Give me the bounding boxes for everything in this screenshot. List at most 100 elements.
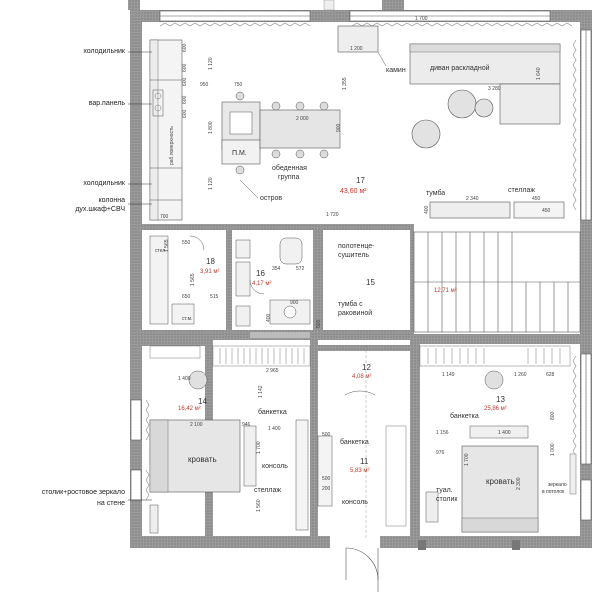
leader-lines: [128, 51, 152, 501]
vanity-label-1: тумба с: [338, 300, 363, 308]
room-17-area: 43,60 м²: [340, 188, 367, 195]
dimension-label: 1 120: [208, 177, 214, 190]
dimension-label: 600: [182, 95, 188, 104]
console-14: [295, 419, 309, 531]
dimension-label: 2 100: [190, 422, 203, 428]
fridge-bottom-label: холодильник: [83, 180, 125, 187]
dimension-label: 900: [290, 300, 299, 306]
column-label-2: дух.шкаф+СВЧ: [75, 206, 125, 213]
work-surface-label: раб.поверхность: [169, 126, 175, 165]
dimension-label: 572: [296, 266, 305, 272]
bench13-label: банкетка: [450, 412, 479, 420]
room-17-number: 17: [356, 176, 365, 185]
dimension-label: 2 340: [466, 196, 479, 202]
bed13-label: кровать: [486, 477, 515, 486]
pantry-shelves: [149, 235, 205, 325]
dimension-label: 900: [336, 123, 342, 132]
bed14-label: кровать: [188, 455, 217, 464]
bed-14: кровать: [149, 370, 257, 493]
dimension-label: 600: [182, 43, 188, 52]
bench-13: [469, 425, 529, 439]
fireplace-label: камин: [386, 67, 406, 74]
dining-table: [235, 91, 341, 175]
dimension-label: 450: [542, 208, 551, 214]
dimension-label: 2 965: [266, 368, 279, 374]
dimension-label: 500: [316, 319, 322, 328]
dimension-label: 1 000: [550, 443, 556, 456]
sofa-label: диван раскладной: [430, 64, 490, 72]
dimension-label: 800: [550, 411, 556, 420]
dimension-label: 600: [182, 63, 188, 72]
column-label-1: колонна: [98, 197, 125, 204]
dimension-label: 1 400: [178, 376, 191, 382]
room-11-area: 5,83 м²: [350, 468, 369, 474]
dimension-label: 1 260: [514, 372, 527, 378]
room-11-number: 11: [360, 457, 369, 466]
wardrobe-13: [419, 345, 571, 367]
staircase: [413, 231, 581, 333]
door-swing-12: [344, 390, 376, 396]
dimension-label: 500: [322, 432, 331, 438]
room-18-area: 3,91 м²: [200, 269, 219, 275]
dresser-label-2: на стене: [97, 500, 125, 507]
room-14-number: 14: [198, 397, 207, 406]
vanity-label-2: раковиной: [338, 309, 372, 317]
room-18-number: 18: [206, 257, 215, 266]
dimension-label: 950: [200, 82, 209, 88]
dimension-label: 400: [266, 313, 272, 322]
fireplace: камин: [337, 25, 406, 74]
dimension-label: 1 355: [342, 77, 348, 90]
dimension-label: 976: [436, 450, 445, 456]
bed-13: кровать: [461, 445, 539, 533]
dimension-label: 3 280: [488, 86, 501, 92]
dimension-label: 628: [546, 372, 555, 378]
dimension-label: 1 200: [350, 46, 363, 52]
bench11-label: банкетка: [340, 438, 369, 446]
towel-label-2: сушитель: [338, 252, 369, 259]
dimension-label: 450: [532, 196, 541, 202]
dimension-label: 600: [182, 77, 188, 86]
dining-group-label-1: обеденная: [272, 164, 307, 172]
dimension-label: 1 565: [190, 273, 196, 286]
room-15-area: 12,71 м²: [434, 288, 457, 294]
dimension-label: 1 720: [326, 212, 339, 218]
fridge-top-label: холодильник: [83, 48, 125, 55]
room-16-area: 4,17 м²: [252, 281, 271, 287]
cabinet-label: тумба: [426, 189, 445, 197]
dimension-label: 1 700: [464, 453, 470, 466]
console14-label: консоль: [262, 463, 288, 470]
dimension-label: 1 800: [208, 121, 214, 134]
dimension-label: 1 700: [256, 441, 262, 454]
room-12-area: 4,08 м²: [352, 374, 371, 380]
dimension-label: 1 400: [268, 426, 281, 432]
dimension-label: 400: [424, 205, 430, 214]
dimension-label: 650: [182, 294, 191, 300]
storage-shelf-label: стел.: [155, 248, 167, 254]
windows-right: [580, 29, 592, 521]
dimension-label: 550: [182, 240, 191, 246]
dimension-label: 1 142: [258, 385, 264, 398]
dimension-label: 1 156: [436, 430, 449, 436]
dimension-label: 1 120: [208, 57, 214, 70]
dresser-label-1: столик+ростовое зеркало: [41, 489, 125, 496]
dining-group-label-2: группа: [278, 174, 299, 181]
room-12-number: 12: [362, 363, 371, 372]
room-16-number: 16: [256, 269, 265, 278]
room-14-area: 16,42 м²: [178, 406, 201, 412]
sofa: диван раскладной: [409, 43, 561, 149]
mirror-label-1: зеркало: [548, 482, 567, 488]
dimension-label: 354: [272, 266, 281, 272]
room-13-area: 25,86 м²: [484, 406, 507, 412]
roof-stub-left: [128, 0, 140, 10]
dimension-label: 500: [322, 476, 331, 482]
dimension-label: 1 640: [536, 67, 542, 80]
shelving14-label: стеллаж: [254, 487, 281, 494]
dressing-table: [425, 491, 439, 523]
dresser-14: [149, 504, 159, 534]
dimension-label: 1 560: [256, 499, 262, 512]
dimension-label: 600: [182, 109, 188, 118]
dimension-label: 946: [242, 422, 251, 428]
dimension-label: 1 400: [498, 430, 511, 436]
